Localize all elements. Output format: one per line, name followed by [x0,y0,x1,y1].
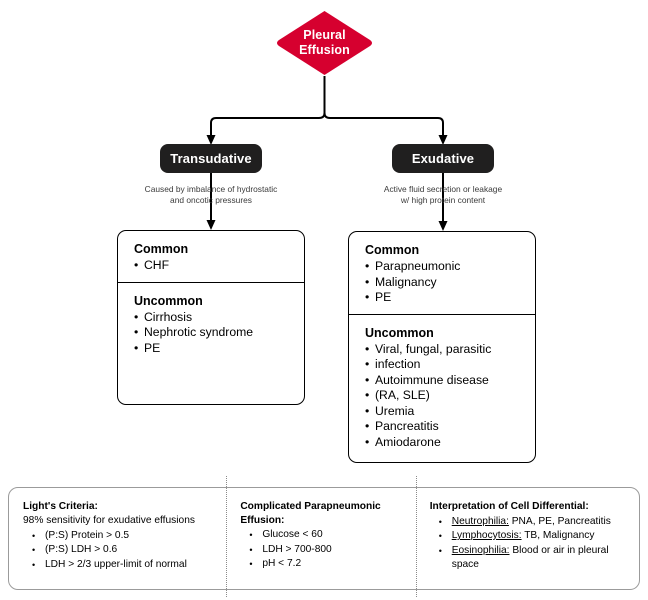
root-node-label: Pleural Effusion [274,10,375,76]
note-title-line-1: Complicated Parapneumonic [240,501,381,512]
list-item: Pancreatitis [365,419,535,435]
exudative-uncommon-list: Viral, fungal, parasitic infection Autoi… [365,342,535,451]
transudative-uncommon-list: Cirrhosis Nephrotic syndrome PE [134,310,304,357]
note-column-cell-differential: Interpretation of Cell Differential: Neu… [415,476,639,597]
term-lymphocytosis: Lymphocytosis: [451,530,522,541]
node-exudative-label: Exudative [411,151,475,166]
list-item-continuation: infection [365,357,535,373]
transudative-common-heading: Common [134,242,189,256]
list-item: pH < 7.2 [240,557,405,572]
term-eosinophilia: Eosinophilia: [451,544,510,556]
list-item-continuation: space [451,559,479,570]
list-item: Amiodarone [365,435,535,451]
list-item: (P:S) Protein > 0.5 [23,529,216,544]
list-item: LDH > 700-800 [240,543,405,558]
list-item: LDH > 2/3 upper-limit of normal [23,558,216,573]
exudative-uncommon-section: Uncommon Viral, fungal, parasitic infect… [349,313,535,459]
list-item: Cirrhosis [134,310,304,326]
exudative-common-heading: Common [365,243,420,257]
list-item: Lymphocytosis: TB, Malignancy [430,529,629,544]
list-item: Glucose < 60 [240,528,405,543]
root-label-line-2: Effusion [299,43,350,57]
node-exudative[interactable]: Exudative [392,144,494,173]
caption-transudative: Caused by imbalance of hydrostatic and o… [116,184,306,206]
list-item: PE [365,290,535,306]
note-list: Neutrophilia: PNA, PE, Pancreatitis Lymp… [430,515,629,573]
node-transudative[interactable]: Transudative [160,144,262,173]
list-item: Malignancy [365,275,535,291]
node-transudative-label: Transudative [170,151,252,166]
list-item: Uremia [365,404,535,420]
note-title-line-2: Effusion: [240,514,285,526]
note-subtitle: 98% sensitivity for exudative effusions [23,514,195,526]
transudative-uncommon-heading: Uncommon [134,293,203,308]
note-column-lights-criteria: Light's Criteria: 98% sensitivity for ex… [9,488,226,589]
note-title: Interpretation of Cell Differential: [429,501,589,512]
list-item: CHF [134,258,304,274]
term-eosinophilia-detail: Blood or air in pleural [509,544,609,556]
transudative-common-list: CHF [134,258,304,274]
exudative-common-list: Parapneumonic Malignancy PE [365,259,535,306]
list-item: Neutrophilia: PNA, PE, Pancreatitis [430,515,629,530]
list-item-continuation: (RA, SLE) [365,388,535,404]
note-list: (P:S) Protein > 0.5 (P:S) LDH > 0.6 LDH … [23,529,216,573]
caption-transudative-line-2: and oncotic pressures [170,195,252,205]
transudative-common-section: Common CHF [118,231,304,282]
root-node-pleural-effusion[interactable]: Pleural Effusion [274,10,375,76]
list-item: Parapneumonic [365,259,535,275]
exudative-uncommon-heading: Uncommon [365,325,434,340]
list-item: (P:S) LDH > 0.6 [23,543,216,558]
diamond-shape-icon [277,11,372,75]
root-label-line-1: Pleural [303,28,346,42]
transudative-uncommon-section: Uncommon Cirrhosis Nephrotic syndrome PE [118,281,304,365]
caption-exudative-line-1: Active fluid secretion or leakage [383,184,503,194]
caption-exudative: Active fluid secretion or leakage w/ hig… [348,184,538,206]
term-lymphocytosis-detail: TB, Malignancy [521,530,595,541]
box-transudative-causes: Common CHF Uncommon Cirrhosis Nephrotic … [117,230,305,405]
note-list: Glucose < 60 LDH > 700-800 pH < 7.2 [240,528,405,572]
term-neutrophilia-detail: PNA, PE, Pancreatitis [508,515,611,527]
caption-exudative-line-2: w/ high protein content [400,195,486,205]
note-column-complicated-parapneumonic: Complicated Parapneumonic Effusion: Gluc… [226,476,415,597]
list-item: Nephrotic syndrome [134,325,304,341]
list-item: PE [134,341,304,357]
term-neutrophilia: Neutrophilia: [451,515,509,527]
list-item: Autoimmune disease [365,373,535,389]
exudative-common-section: Common Parapneumonic Malignancy PE [349,232,535,314]
note-title: Light's Criteria: [23,501,98,512]
list-item: Viral, fungal, parasitic [365,342,535,358]
list-item: Eosinophilia: Blood or air in pleural [430,544,629,559]
caption-transudative-line-1: Caused by imbalance of hydrostatic [144,184,278,194]
notes-panel: Light's Criteria: 98% sensitivity for ex… [8,476,640,597]
box-exudative-causes: Common Parapneumonic Malignancy PE Uncom… [348,231,536,463]
